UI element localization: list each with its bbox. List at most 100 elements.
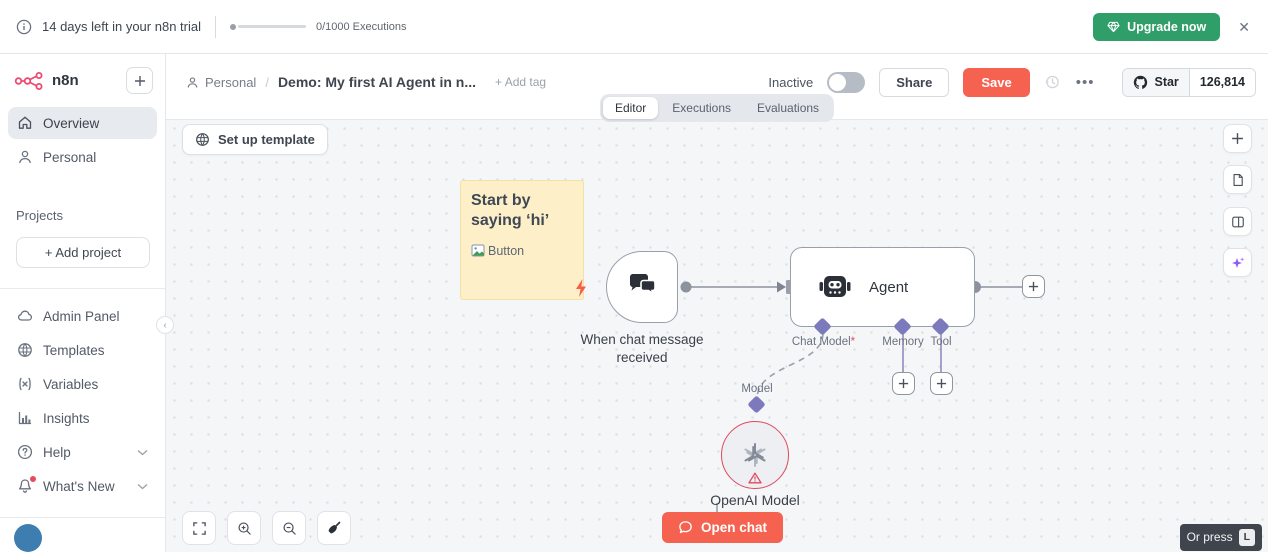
sidebar-item-admin-panel[interactable]: Admin Panel (8, 300, 157, 332)
port-label-chat-model: Chat Model* (791, 336, 856, 348)
node-agent[interactable]: Agent (790, 247, 975, 327)
user-avatar[interactable] (14, 524, 42, 552)
plus-icon (898, 378, 909, 389)
workflow-title[interactable]: Demo: My first AI Agent in n... (277, 74, 477, 90)
sidebar: n8n Overview Personal Projects + Add pro… (0, 54, 174, 552)
plus-icon (134, 75, 145, 86)
add-sticky-note-button[interactable] (1223, 165, 1252, 194)
home-icon (18, 116, 32, 129)
close-banner-icon[interactable]: ✕ (1238, 18, 1250, 35)
history-icon[interactable] (1044, 74, 1060, 90)
broom-icon (328, 521, 341, 534)
add-tool-button[interactable] (930, 372, 953, 395)
active-status-label: Inactive (768, 74, 814, 90)
active-toggle[interactable] (827, 71, 866, 93)
add-tag-button[interactable]: + Add tag (495, 75, 547, 89)
chevron-down-icon (137, 449, 148, 455)
sidebar-item-whats-new[interactable]: What's New (8, 470, 157, 502)
node-label-agent: Agent (869, 278, 909, 296)
setup-template-button[interactable]: Set up template (182, 124, 328, 155)
github-star-widget[interactable]: Star 126,814 (1122, 67, 1256, 97)
sidebar-item-label: Insights (43, 410, 90, 426)
node-openai-model[interactable] (721, 421, 789, 489)
sticky-note[interactable]: Start by saying ‘hi’ Button (460, 180, 584, 300)
connection-lines (680, 280, 1022, 512)
zoom-out-button[interactable] (272, 511, 306, 545)
canvas-toolbar (1223, 124, 1252, 277)
zoom-in-button[interactable] (227, 511, 261, 545)
sticky-image-alt-text: Button (488, 243, 525, 258)
plus-icon (936, 378, 947, 389)
plus-icon (1028, 281, 1039, 292)
keyboard-hint: Or press L (1179, 524, 1262, 551)
open-chat-label: Open chat (701, 520, 768, 535)
package-icon (18, 343, 32, 357)
sidebar-divider (0, 517, 165, 518)
new-workflow-button[interactable] (126, 67, 153, 94)
broken-image-icon (471, 244, 485, 257)
n8n-logo (14, 71, 43, 90)
lightning-bolt-icon (576, 279, 586, 297)
star-label: Star (1154, 75, 1179, 89)
sidebar-item-label: What's New (43, 478, 115, 494)
executions-count: 0/1000 Executions (315, 20, 407, 33)
breadcrumb-project[interactable]: Personal (186, 75, 256, 90)
sidebar-item-templates[interactable]: Templates (8, 334, 157, 366)
tab-editor[interactable]: Editor (602, 97, 659, 119)
upgrade-now-button[interactable]: Upgrade now (1093, 12, 1221, 41)
variables-icon (19, 377, 31, 391)
toggle-panel-button[interactable] (1223, 207, 1252, 236)
divider (214, 15, 216, 38)
fit-view-button[interactable] (182, 511, 216, 545)
add-node-button[interactable] (1223, 124, 1252, 153)
tab-evaluations[interactable]: Evaluations (757, 101, 820, 115)
brand-name: n8n (52, 72, 79, 89)
view-tabs: Editor Executions Evaluations (599, 94, 835, 122)
zoom-out-icon (282, 521, 296, 535)
hint-key-badge: L (1238, 529, 1255, 546)
help-icon (17, 444, 33, 460)
star-count: 126,814 (1188, 68, 1255, 96)
node-label-chat-trigger: When chat message received (580, 332, 704, 366)
node-label-openai-model: OpenAI Model (710, 492, 800, 508)
upgrade-label: Upgrade now (1127, 19, 1207, 34)
user-icon (19, 150, 31, 164)
add-project-button[interactable]: + Add project (16, 237, 150, 268)
chart-icon (18, 411, 32, 425)
add-memory-button[interactable] (892, 372, 915, 395)
open-chat-button[interactable]: Open chat (662, 512, 784, 543)
sidebar-item-variables[interactable]: Variables (8, 368, 157, 400)
more-options-icon[interactable]: ••• (1075, 73, 1095, 91)
sidebar-item-label: Templates (43, 342, 105, 358)
info-icon (16, 19, 32, 34)
add-node-after-agent-button[interactable] (1022, 275, 1045, 298)
zoom-in-icon (237, 521, 251, 535)
breadcrumb: Personal / Demo: My first AI Agent in n.… (186, 67, 546, 97)
chat-icon (679, 521, 692, 534)
port-label-memory: Memory (882, 336, 924, 348)
save-button[interactable]: Save (963, 67, 1030, 97)
sidebar-item-overview[interactable]: Overview (8, 107, 157, 139)
tab-executions[interactable]: Executions (672, 101, 732, 115)
user-icon (187, 76, 198, 88)
package-icon (196, 133, 209, 146)
workflow-canvas[interactable]: Set up template Start by saying ‘hi’ But… (166, 120, 1268, 552)
openai-icon (744, 443, 766, 467)
hint-text: Or press (1186, 530, 1233, 545)
warning-icon (748, 472, 762, 484)
zoom-controls (182, 511, 351, 545)
sparkle-icon (1231, 256, 1244, 268)
node-chat-trigger[interactable] (606, 251, 678, 323)
sidebar-item-label: Help (43, 444, 71, 460)
bell-icon (18, 479, 32, 493)
split-panel-icon (1231, 216, 1244, 227)
gem-icon (1107, 21, 1120, 32)
ai-assistant-button[interactable] (1223, 248, 1252, 277)
sidebar-item-help[interactable]: Help (8, 436, 157, 468)
collapse-sidebar-button[interactable]: ‹ (156, 316, 174, 334)
tidy-up-button[interactable] (317, 511, 351, 545)
sidebar-item-insights[interactable]: Insights (8, 402, 157, 434)
sidebar-item-personal[interactable]: Personal (8, 141, 157, 173)
share-button[interactable]: Share (879, 67, 950, 97)
sticky-note-title: Start by saying ‘hi’ (471, 192, 550, 230)
